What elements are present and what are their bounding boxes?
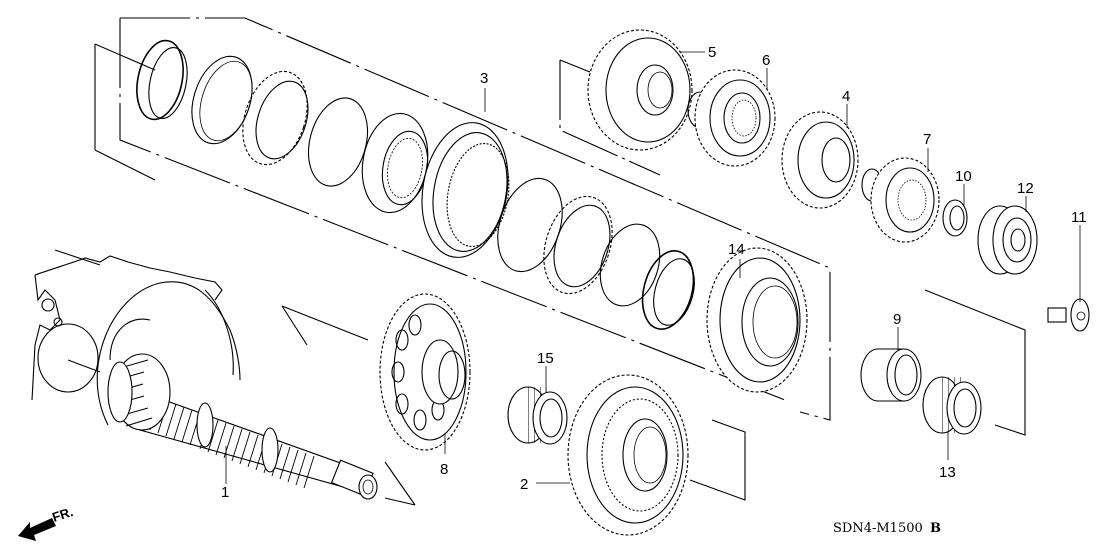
drawing-code-suffix: B <box>930 521 941 536</box>
guide-lines <box>281 305 416 506</box>
part-13-needle-bearing[interactable] <box>922 376 982 435</box>
transmission-case <box>31 249 241 426</box>
assembly-box-upper-right <box>559 59 661 176</box>
front-arrow-icon <box>18 518 56 541</box>
part-6-gear[interactable] <box>687 69 776 167</box>
part-5-gear[interactable] <box>587 29 693 151</box>
callout-2[interactable]: 2 <box>520 476 528 493</box>
callout-14[interactable]: 14 <box>728 241 745 258</box>
leader-lines <box>225 51 1081 484</box>
part-1-mainshaft[interactable] <box>107 353 378 500</box>
part-12-bearing[interactable] <box>977 205 1038 275</box>
callout-labels: 1 2 3 4 5 6 7 8 9 10 11 12 13 14 15 <box>221 44 1087 501</box>
callout-7[interactable]: 7 <box>923 131 931 148</box>
part-15-needle-bearing[interactable] <box>507 386 568 445</box>
part-2-gear[interactable] <box>567 374 689 536</box>
part-10-washer[interactable] <box>942 199 968 237</box>
part-14-gear[interactable] <box>706 247 808 393</box>
callout-6[interactable]: 6 <box>762 52 770 69</box>
callout-4[interactable]: 4 <box>842 88 850 105</box>
callout-9[interactable]: 9 <box>893 311 901 328</box>
part-3-synchro-parts[interactable] <box>130 36 701 335</box>
callout-11[interactable]: 11 <box>1071 209 1087 226</box>
part-7-gear[interactable] <box>861 157 940 243</box>
callout-12[interactable]: 12 <box>1017 180 1034 197</box>
part-9-collar[interactable] <box>860 348 922 402</box>
assembly-box-gear-2 <box>689 419 746 501</box>
assembly-box-lower-right <box>924 289 1026 436</box>
assembly-box-3 <box>94 17 831 421</box>
callout-8[interactable]: 8 <box>440 461 448 478</box>
callout-13[interactable]: 13 <box>939 464 956 481</box>
drawing-code-block: SDN4-M1500 B <box>833 521 941 536</box>
callout-15[interactable]: 15 <box>537 350 554 367</box>
part-11-bolt[interactable] <box>1047 298 1090 332</box>
front-direction-marker: FR. <box>18 504 75 541</box>
callout-5[interactable]: 5 <box>708 44 716 61</box>
part-8-gear[interactable] <box>379 293 471 451</box>
front-label: FR. <box>50 504 75 525</box>
callout-1[interactable]: 1 <box>221 484 229 501</box>
part-4-gear[interactable] <box>781 111 859 209</box>
callout-10[interactable]: 10 <box>955 168 972 185</box>
callout-3[interactable]: 3 <box>480 70 488 87</box>
drawing-code: SDN4-M1500 <box>833 521 923 536</box>
